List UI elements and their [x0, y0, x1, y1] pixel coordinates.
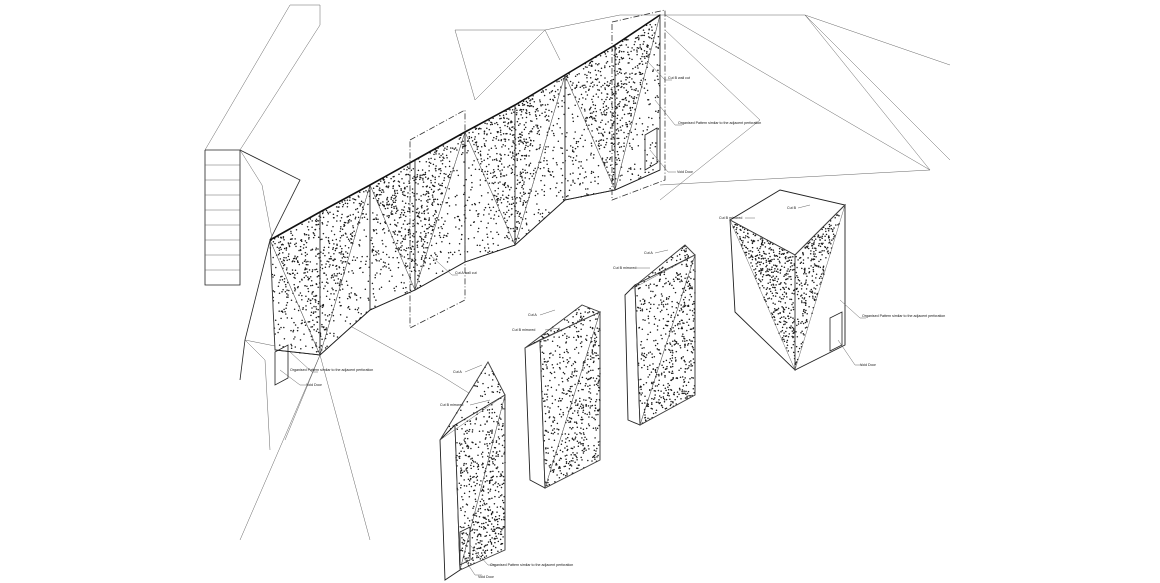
perforation-pattern [794, 214, 840, 366]
label-s3-mirror: Cut B mirrored [613, 266, 636, 270]
perforation-pattern [372, 162, 416, 279]
perforation-pattern [269, 247, 319, 354]
label-left-door: Void Door [306, 383, 323, 387]
perforation-pattern [460, 399, 506, 570]
label-s4-cut: Cut B [787, 206, 797, 210]
label-wall-pattern: Organised Pattern similar to the adjacen… [678, 121, 761, 125]
screen1-void-door [459, 526, 471, 566]
label-s1-mirror: Cut B mirrored [440, 403, 463, 407]
perforation-pattern [635, 259, 694, 411]
perforation-pattern [514, 77, 565, 240]
wall-void-door [274, 344, 289, 386]
label-s2-mirror: Cut B mirrored [512, 328, 535, 332]
label-s1-cut: Cut A [453, 370, 462, 374]
section-cut-frames [409, 9, 666, 329]
wall-panel [269, 211, 321, 356]
label-s4-door: Void Door [860, 363, 877, 367]
annotations: Cut B wall cut Organised Pattern similar… [290, 76, 945, 579]
label-s3-cut: Cut A [644, 251, 653, 255]
label-s2-cut: Cut A [528, 313, 537, 317]
folded-perforated-wall [269, 14, 661, 357]
label-s1-door: Void Door [478, 575, 495, 579]
leader-lines [279, 61, 866, 576]
freestanding-screen-4 [729, 189, 846, 372]
freestanding-screen-2 [524, 304, 602, 489]
perforation-pattern [414, 134, 463, 281]
label-left-pattern: Organised Pattern similar to the adjacen… [290, 368, 373, 372]
perforation-pattern [455, 397, 503, 552]
label-s1-pattern: Organised Pattern similar to the adjacen… [490, 563, 573, 567]
label-s4-mirror: Cut B mirrored [719, 216, 742, 220]
label-wall-mid-cut: Cut A wall cut [455, 271, 477, 275]
freestanding-screens [439, 189, 846, 581]
screen4-void-door [829, 311, 843, 352]
perforation-pattern [319, 189, 369, 347]
perforation-pattern [269, 215, 321, 348]
perforation-pattern [546, 327, 601, 487]
freestanding-screen-1 [439, 361, 506, 581]
wall-end-void-door [644, 127, 658, 171]
perforation-pattern [641, 262, 696, 425]
wall-panel [564, 44, 616, 201]
label-wall-door: Void Door [677, 170, 694, 174]
label-s4-pattern: Organised Pattern similar to the adjacen… [862, 314, 945, 318]
perforation-pattern [732, 223, 796, 365]
freestanding-screen-3 [624, 244, 696, 426]
label-wall-section: Cut B wall cut [668, 76, 690, 80]
perforation-pattern [320, 185, 371, 351]
void-doors [274, 127, 843, 566]
perforation-pattern [614, 23, 657, 180]
perforation-pattern [370, 197, 412, 311]
